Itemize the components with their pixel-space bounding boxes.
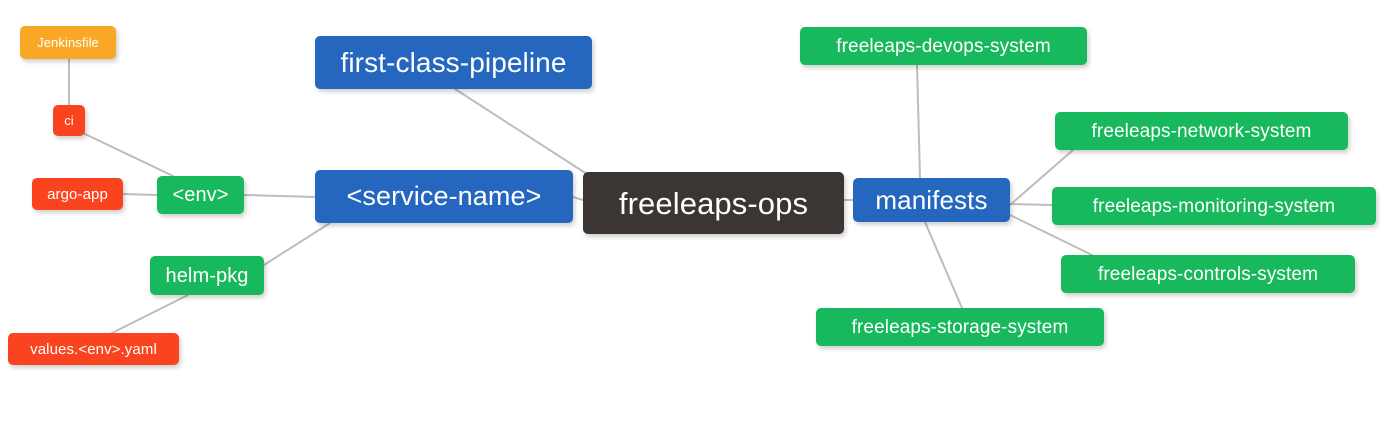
node-service-name[interactable]: <service-name> (315, 170, 573, 223)
edge-env-to-argo-app (122, 193, 158, 196)
node-label-freeleaps-ops: freeleaps-ops (618, 185, 809, 221)
node-helm-pkg[interactable]: helm-pkg (150, 256, 264, 295)
node-label-freeleaps-storage-system: freeleaps-storage-system (851, 316, 1069, 338)
node-label-freeleaps-network-system: freeleaps-network-system (1091, 120, 1312, 142)
node-label-helm-pkg: helm-pkg (165, 264, 249, 287)
node-jenkinsfile[interactable]: Jenkinsfile (20, 26, 116, 59)
edge-manifests-to-freeleaps-storage-system (924, 221, 963, 309)
node-label-first-class-pipeline: first-class-pipeline (340, 46, 567, 78)
edge-freeleaps-ops-to-first-class-pipeline (454, 88, 591, 177)
node-env[interactable]: <env> (157, 176, 244, 214)
node-label-freeleaps-devops-system: freeleaps-devops-system (836, 35, 1051, 57)
node-label-freeleaps-monitoring-system: freeleaps-monitoring-system (1092, 195, 1336, 217)
node-freeleaps-controls-system[interactable]: freeleaps-controls-system (1061, 255, 1355, 293)
node-label-env: <env> (172, 184, 229, 206)
node-label-service-name: <service-name> (346, 181, 542, 211)
edge-helm-pkg-to-values-yaml (111, 294, 189, 334)
edge-manifests-to-freeleaps-devops-system (916, 64, 921, 179)
edge-env-to-ci (84, 133, 174, 177)
node-first-class-pipeline[interactable]: first-class-pipeline (315, 36, 592, 89)
node-argo-app[interactable]: argo-app (32, 178, 123, 210)
node-label-ci: ci (64, 113, 74, 128)
edge-freeleaps-ops-to-service-name (572, 196, 584, 201)
node-freeleaps-storage-system[interactable]: freeleaps-storage-system (816, 308, 1104, 346)
node-ci[interactable]: ci (53, 105, 85, 136)
node-label-manifests: manifests (875, 185, 988, 215)
node-values-yaml[interactable]: values.<env>.yaml (8, 333, 179, 365)
node-label-values-yaml: values.<env>.yaml (30, 340, 157, 358)
edge-manifests-to-freeleaps-monitoring-system (1009, 203, 1053, 206)
edge-service-name-to-helm-pkg (263, 222, 331, 266)
node-freeleaps-ops[interactable]: freeleaps-ops (583, 172, 844, 234)
node-manifests[interactable]: manifests (853, 178, 1010, 222)
node-freeleaps-devops-system[interactable]: freeleaps-devops-system (800, 27, 1087, 65)
node-label-freeleaps-controls-system: freeleaps-controls-system (1097, 263, 1319, 285)
node-freeleaps-monitoring-system[interactable]: freeleaps-monitoring-system (1052, 187, 1376, 225)
node-label-argo-app: argo-app (47, 185, 108, 203)
node-label-jenkinsfile: Jenkinsfile (37, 35, 99, 50)
node-freeleaps-network-system[interactable]: freeleaps-network-system (1055, 112, 1348, 150)
edge-service-name-to-env (243, 194, 316, 198)
